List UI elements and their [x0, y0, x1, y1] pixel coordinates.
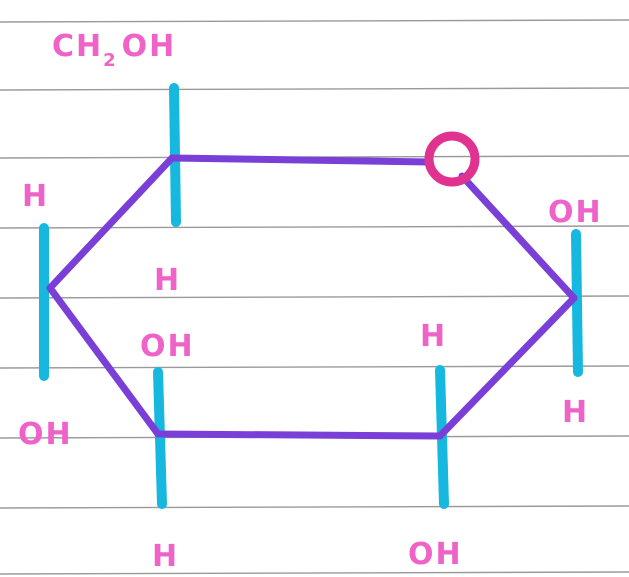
ring-bond-c1-c2: [436, 294, 578, 440]
ring-bond-c2-c3: [154, 430, 444, 440]
bond-c3-vertical: [153, 367, 167, 509]
ring-bond-c5-o: [168, 154, 434, 166]
label-c2-top: H: [420, 319, 447, 354]
notebook-ruled-lines: [0, 19, 629, 575]
label-c1-bottom: H: [562, 395, 589, 430]
ring-bond-c3-c4: [46, 284, 162, 438]
label-c4-bottom: OH: [18, 417, 73, 452]
ring-oxygen-atom: [424, 131, 480, 187]
rule-line: [0, 571, 629, 575]
rule-line: [0, 505, 629, 509]
rule-line: [0, 225, 629, 229]
ring-bonds: [46, 154, 578, 440]
label-c3-bottom: H: [152, 539, 179, 574]
label-c1-top: OH: [548, 195, 603, 230]
rule-line: [0, 365, 629, 369]
label-c5-bottom: H: [154, 263, 181, 298]
label-c4-top: H: [22, 179, 49, 214]
rule-line: [0, 87, 629, 91]
label-c3-top: OH: [140, 329, 195, 364]
rule-line: [0, 295, 629, 299]
ring-bond-c4-c5: [46, 154, 176, 292]
bond-c1-vertical: [571, 229, 583, 377]
label-c2-bottom: OH: [408, 537, 463, 572]
rule-line: [0, 19, 629, 23]
ring-bond-o-c1: [458, 172, 578, 302]
